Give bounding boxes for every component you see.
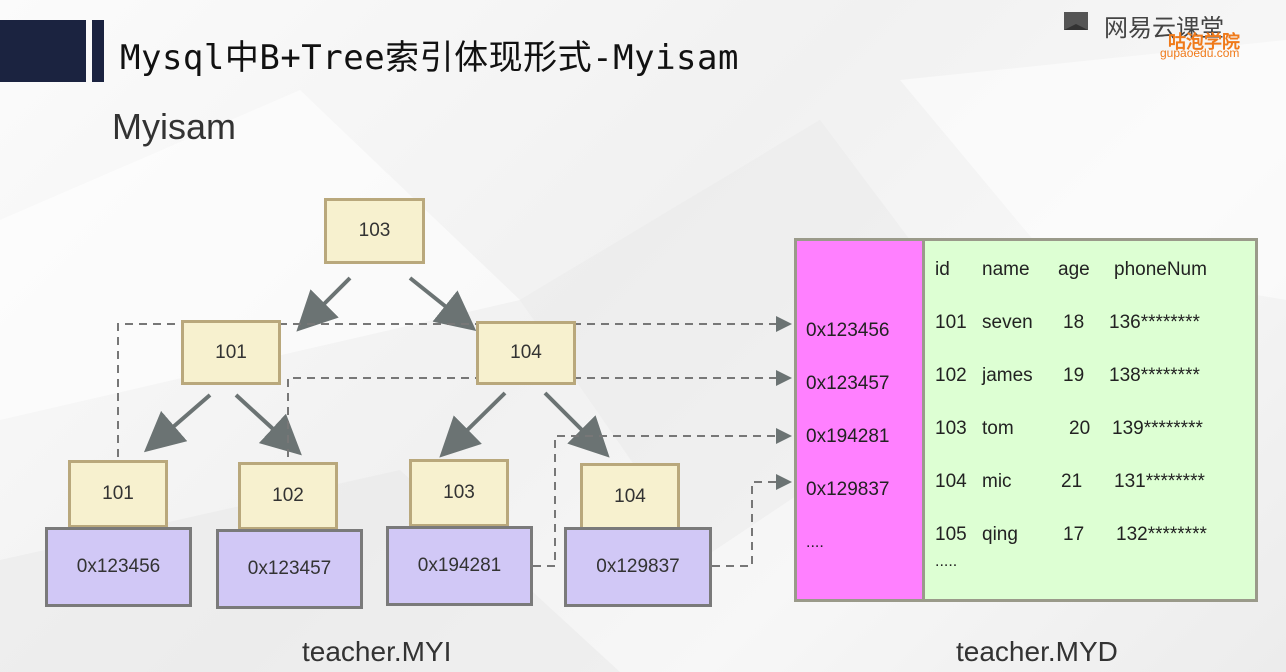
leaf-key: 101 bbox=[68, 460, 168, 528]
leaf-pointer: 0x129837 bbox=[564, 527, 712, 607]
dashed-link-0x123457 bbox=[287, 370, 792, 527]
cell-name: seven bbox=[982, 312, 1033, 333]
address-item: 0x194281 bbox=[806, 426, 890, 447]
cloud-classroom-icon bbox=[1064, 12, 1088, 30]
column-header: phoneNum bbox=[1114, 259, 1207, 280]
cell-age: 19 bbox=[1063, 365, 1085, 386]
address-item: 0x123456 bbox=[806, 320, 890, 341]
slide-title: Mysql中B+Tree索引体现形式-Myisam bbox=[120, 38, 739, 78]
node-101: 101 bbox=[181, 320, 281, 385]
cell-id: 102 bbox=[935, 365, 967, 386]
arrow-104-leaf3 bbox=[439, 391, 507, 458]
arrow-101-leaf1 bbox=[143, 393, 212, 453]
brand-url: gupaoedu.com bbox=[1160, 46, 1240, 60]
leaf-pointer: 0x123457 bbox=[216, 529, 363, 609]
leaf-pointer: 0x123456 bbox=[45, 527, 192, 607]
myd-file-label: teacher.MYD bbox=[956, 636, 1118, 667]
arrow-104-leaf4 bbox=[543, 391, 610, 458]
logo-text: 网易云课堂 bbox=[1104, 15, 1224, 42]
cell-age: 20 bbox=[1069, 418, 1091, 439]
cell-age: 17 bbox=[1063, 524, 1085, 545]
cell-id: 101 bbox=[935, 312, 967, 333]
cell-phone: 136******** bbox=[1109, 312, 1200, 333]
column-header: id bbox=[935, 259, 950, 280]
cell-name: tom bbox=[982, 418, 1014, 439]
cell-id: 103 bbox=[935, 418, 967, 439]
root-node: 103 bbox=[324, 198, 425, 264]
address-ellipsis: .... bbox=[806, 534, 824, 551]
cell-name: mic bbox=[982, 471, 1012, 492]
cell-id: 105 bbox=[935, 524, 967, 545]
column-header: age bbox=[1058, 259, 1090, 280]
dashed-link-0x129837 bbox=[712, 474, 792, 567]
brand-text: 咕泡学院 bbox=[1168, 32, 1240, 52]
leaf-pointer: 0x194281 bbox=[386, 526, 533, 606]
node-104: 104 bbox=[476, 321, 576, 385]
cell-name: qing bbox=[982, 524, 1018, 545]
leaf-key: 104 bbox=[580, 463, 680, 531]
arrow-root-101 bbox=[296, 276, 352, 332]
cell-phone: 138******** bbox=[1109, 365, 1200, 386]
rows-ellipsis: ..... bbox=[935, 553, 958, 570]
dashed-link-0x194281 bbox=[533, 428, 792, 567]
arrow-101-leaf2 bbox=[234, 393, 302, 456]
header-block bbox=[0, 20, 86, 82]
cell-phone: 131******** bbox=[1114, 471, 1205, 492]
arrow-root-104 bbox=[408, 276, 477, 331]
cell-id: 104 bbox=[935, 471, 967, 492]
cell-phone: 132******** bbox=[1116, 524, 1207, 545]
leaf-key: 103 bbox=[409, 459, 509, 527]
header-bar bbox=[92, 20, 104, 82]
address-item: 0x129837 bbox=[806, 479, 890, 500]
column-header: name bbox=[982, 259, 1030, 280]
leaf-key: 102 bbox=[238, 462, 338, 530]
cell-name: james bbox=[982, 365, 1033, 386]
cell-age: 21 bbox=[1061, 471, 1083, 492]
address-column bbox=[797, 241, 925, 599]
subtitle: Myisam bbox=[112, 106, 236, 147]
address-item: 0x123457 bbox=[806, 373, 890, 394]
cell-phone: 139******** bbox=[1112, 418, 1203, 439]
cell-age: 18 bbox=[1063, 312, 1085, 333]
myi-file-label: teacher.MYI bbox=[302, 636, 452, 667]
